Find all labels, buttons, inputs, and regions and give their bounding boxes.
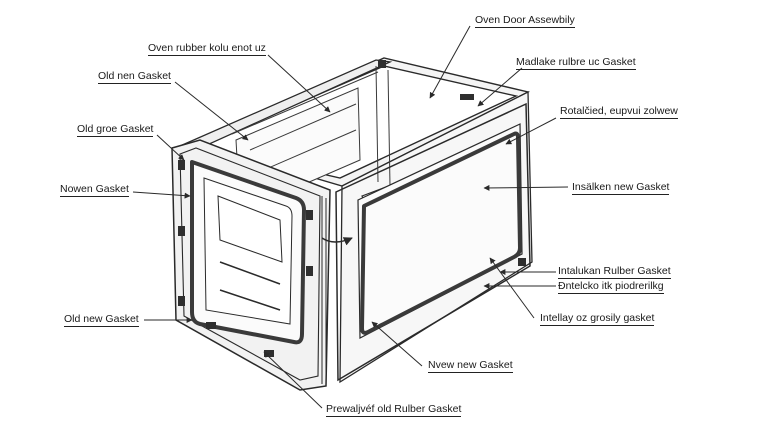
label-dntelcko: Ðntelcko itk piodrerilkg: [558, 280, 664, 294]
label-oven-rubber-top: Oven rubber kolu enot uz: [148, 42, 266, 56]
label-insalken-new-gasket: Insälken new Gasket: [572, 181, 670, 195]
label-prewaljvef: Prewaljvéf old Rulber Gasket: [326, 403, 462, 417]
label-rotalcied: Rotalčied, eupvui zolwew: [560, 105, 678, 119]
label-madlake-rubbre: Madlake rulbre uc Gasket: [516, 56, 636, 70]
label-old-groe-gasket: Old groe Gasket: [77, 123, 154, 137]
front-door-frame: [335, 102, 531, 382]
label-oven-door-assembly: Oven Door Assewbily: [475, 14, 575, 28]
label-nvew-new-gasket: Nvew new Gasket: [428, 359, 513, 373]
label-old-nen-gasket: Old nen Gasket: [98, 70, 171, 84]
label-intalukan-rubber: Intalukan Rulber Gasket: [558, 265, 671, 279]
label-old-new-gasket: Old new Gasket: [64, 313, 139, 327]
leader-lines: [132, 25, 569, 409]
label-nowen-gasket: Nowen Gasket: [60, 183, 129, 197]
insert-arrow: [321, 237, 353, 246]
label-intellay-gasket: Intellay oz grosily gasket: [540, 312, 655, 326]
front-gasket: [360, 131, 522, 335]
